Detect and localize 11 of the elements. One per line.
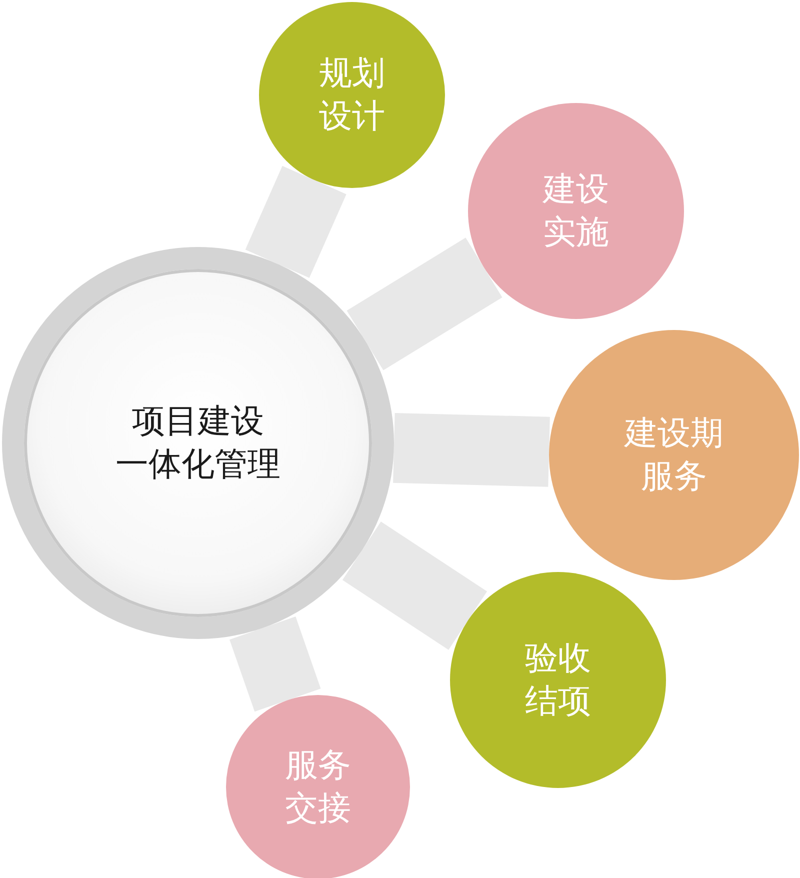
- connector-band: [342, 522, 488, 650]
- connector-band: [393, 412, 550, 487]
- circle-label: 验收结项: [525, 637, 591, 722]
- connector-band: [346, 238, 502, 370]
- connector-band: [245, 166, 346, 278]
- circle-label: 服务交接: [285, 744, 351, 829]
- circle-label: 建设实施: [543, 168, 609, 253]
- circle-label: 建设期服务: [624, 412, 724, 497]
- connector-band: [230, 616, 321, 712]
- circle-label: 项目建设一体化管理: [116, 400, 280, 485]
- circle-label: 规划设计: [319, 52, 385, 137]
